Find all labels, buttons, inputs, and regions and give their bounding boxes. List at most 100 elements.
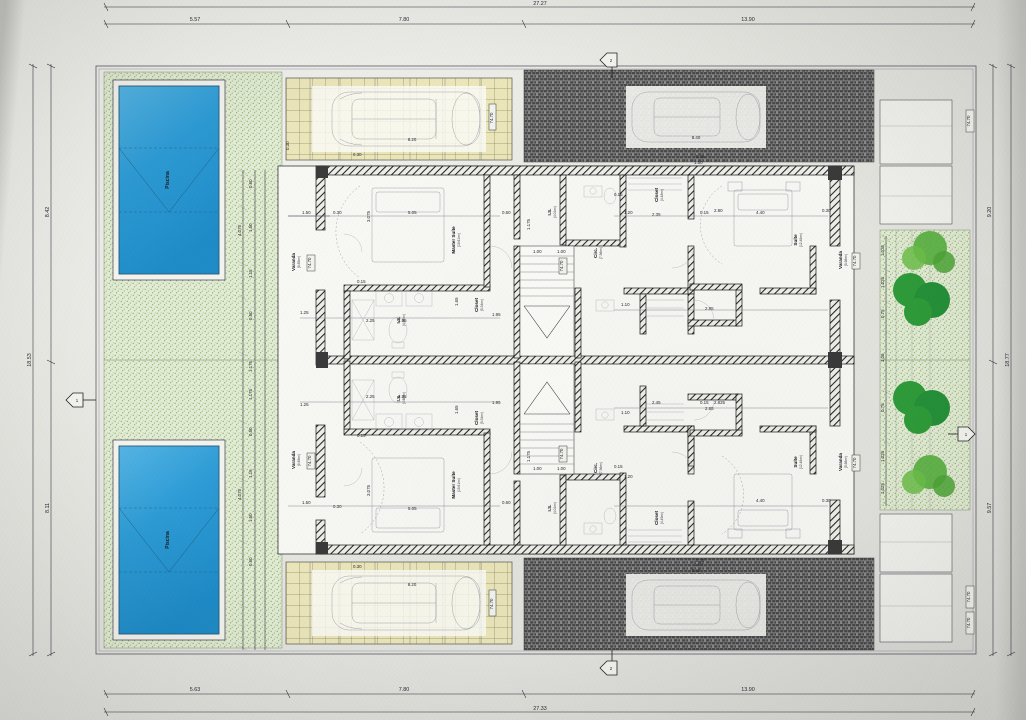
area-closet-upper-left: (5.34m²): [480, 299, 484, 311]
area-varanda-lower-right: (5.98m²): [844, 456, 848, 468]
furniture-lower: [343, 371, 801, 543]
dim-left-2: 8.11: [45, 503, 51, 513]
pool-lower: Piscina: [112, 439, 226, 641]
pool-label-lower: Piscina: [165, 531, 171, 549]
section-marker-right[interactable]: 1: [948, 426, 976, 442]
garage-lower: 8.20 74.70 0.30: [285, 561, 513, 645]
u-dim-13: 1.95: [492, 312, 501, 317]
right-level-tag-1: 74.70: [966, 115, 971, 127]
label-closet-upper-right: Closet: [654, 188, 659, 203]
section-marker-right-label: 1: [965, 432, 968, 437]
room-labels-lower: Varanda (8.65m²) 74.70 Master Suíte (19.…: [291, 392, 861, 526]
area-closet-lower-left: (5.34m²): [480, 412, 484, 424]
left-interior-dim-chain: 0.60 1.50 1.15 0.50 1.175 4.075 1.175 0.…: [237, 169, 266, 651]
lc-dim-10: 1.50: [248, 513, 253, 522]
u-dim-4: 5.05: [408, 210, 417, 215]
tree-cluster-lower: [893, 381, 955, 497]
u-dim-27: 0.30: [822, 208, 831, 213]
u-dim-1: 1.50: [302, 210, 311, 215]
interior-dims-upper: 1.50 0.30 3.075 5.05 0.60 0.15 1.25 2.25…: [288, 160, 831, 323]
rc-dim-5: 0.75: [880, 403, 885, 412]
rc-dim-6: 1.025: [880, 450, 885, 462]
l-dim-12: 1.65: [454, 405, 459, 414]
dimension-bottom: 5.63 7.80 13.90 27.33: [103, 687, 976, 717]
u-dim-20: 0.15: [614, 192, 623, 197]
label-is-lower-mid: I.S.: [547, 505, 552, 512]
tree-cluster-upper: [893, 231, 955, 326]
section-marker-bottom[interactable]: 2: [599, 650, 618, 676]
section-marker-bottom-label: 2: [610, 666, 613, 671]
u-dim-15: 1.175: [526, 218, 531, 230]
driveway-wall-dim-upper: 0.30: [696, 154, 705, 159]
rc-dim-4: 1.05: [880, 353, 885, 362]
area-master-suite-upper: (19.61m²): [457, 233, 461, 247]
area-is-upper-left: (4.66m²): [402, 314, 406, 326]
right-service-blocks: 74.70 74.70 74.70: [879, 99, 975, 643]
section-marker-left[interactable]: 1: [65, 392, 96, 408]
l-dim-10: 2.95: [398, 394, 407, 399]
l-dim-26: 4.40: [756, 498, 765, 503]
dimension-left: 18.53 8.42 8.11: [27, 63, 56, 657]
rc-dim-1: 1.025: [880, 244, 885, 256]
driveway-lower: 8.40 0.30: [523, 557, 875, 651]
l-dim-33: 1.50: [694, 562, 703, 567]
l-dim-8: 1.25: [300, 402, 309, 407]
stair-dim-upper-2: 1.00: [557, 249, 566, 254]
label-closet-lower-right: Closet: [654, 511, 659, 526]
garage-edge-dim-upper: 0.30: [285, 141, 290, 150]
lc-dim-3: 1.15: [248, 269, 253, 278]
u-dim-33: 1.50: [694, 160, 703, 165]
section-marker-top[interactable]: 2: [599, 52, 618, 78]
label-circ-upper: Circ.: [593, 248, 598, 258]
dim-right-1: 9.20: [987, 207, 993, 218]
lc-dim-2: 1.50: [248, 223, 253, 232]
pool-upper: Piscina: [112, 79, 226, 281]
dim-left-1: 8.42: [45, 207, 51, 218]
dimension-top: 27.27 5.57 7.80 13.90: [103, 1, 976, 29]
label-master-suite-upper: Master Suíte: [451, 226, 456, 254]
lower-unit-partitions: [343, 360, 817, 546]
dim-bot-overall: 27.33: [533, 706, 547, 712]
area-varanda-lower-left: (8.65m²): [297, 454, 301, 466]
l-dim-31: 1.10: [621, 410, 630, 415]
label-varanda-upper-right: Varanda: [838, 251, 843, 269]
perimeter-walls: [315, 165, 855, 555]
u-dim-26: 4.40: [756, 210, 765, 215]
l-dim-7: 0.15: [357, 433, 366, 438]
u-dim-25: 2.80: [714, 208, 723, 213]
u-dim-31: 1.10: [621, 302, 630, 307]
lc-dim-1: 0.60: [248, 179, 253, 188]
level-varanda-upper-right: 74.70: [852, 255, 857, 267]
l-dim-3: 3.075: [366, 484, 371, 496]
area-closet-upper-right: (4.48m²): [660, 189, 664, 201]
level-varanda-lower-right: 74.70: [852, 457, 857, 469]
l-dim-2: 0.30: [333, 504, 342, 509]
lc-dim-8: 0.50: [248, 427, 253, 436]
driveway-dim-upper: 8.40: [692, 135, 701, 140]
u-dim-10: 2.95: [398, 318, 407, 323]
l-dim-22: 2.45: [652, 400, 661, 405]
l-dim-25: 2.825: [714, 400, 726, 405]
area-varanda-upper-right: (5.98m²): [844, 254, 848, 266]
u-dim-24: 0.15: [700, 210, 709, 215]
l-dim-20: 0.15: [614, 464, 623, 469]
area-is-lower-mid: (4.01m²): [553, 502, 557, 514]
lc-dim-11: 0.60: [248, 557, 253, 566]
dimension-right: 9.20 9.57 18.77: [987, 63, 1016, 657]
lc-dim-7: 1.175: [248, 388, 253, 400]
dim-bot-2: 7.80: [399, 687, 410, 693]
l-dim-24: 0.15: [700, 400, 709, 405]
dim-top-overall: 27.27: [533, 1, 547, 7]
pool-label-upper: Piscina: [165, 171, 171, 189]
dim-bot-1: 5.63: [190, 687, 201, 693]
u-dim-12: 1.65: [454, 297, 459, 306]
garage-wall-dim-upper: 0.30: [353, 152, 362, 157]
u-dim-8: 1.25: [300, 310, 309, 315]
area-closet-lower-right: (4.45m²): [660, 512, 664, 524]
rc-dim-2: 1.025: [880, 276, 885, 288]
section-marker-top-label: 2: [610, 58, 613, 63]
l-dim-5: 0.60: [502, 500, 511, 505]
stair-dim-lower-1: 1.00: [533, 466, 542, 471]
dim-right-2: 9.57: [987, 503, 993, 514]
